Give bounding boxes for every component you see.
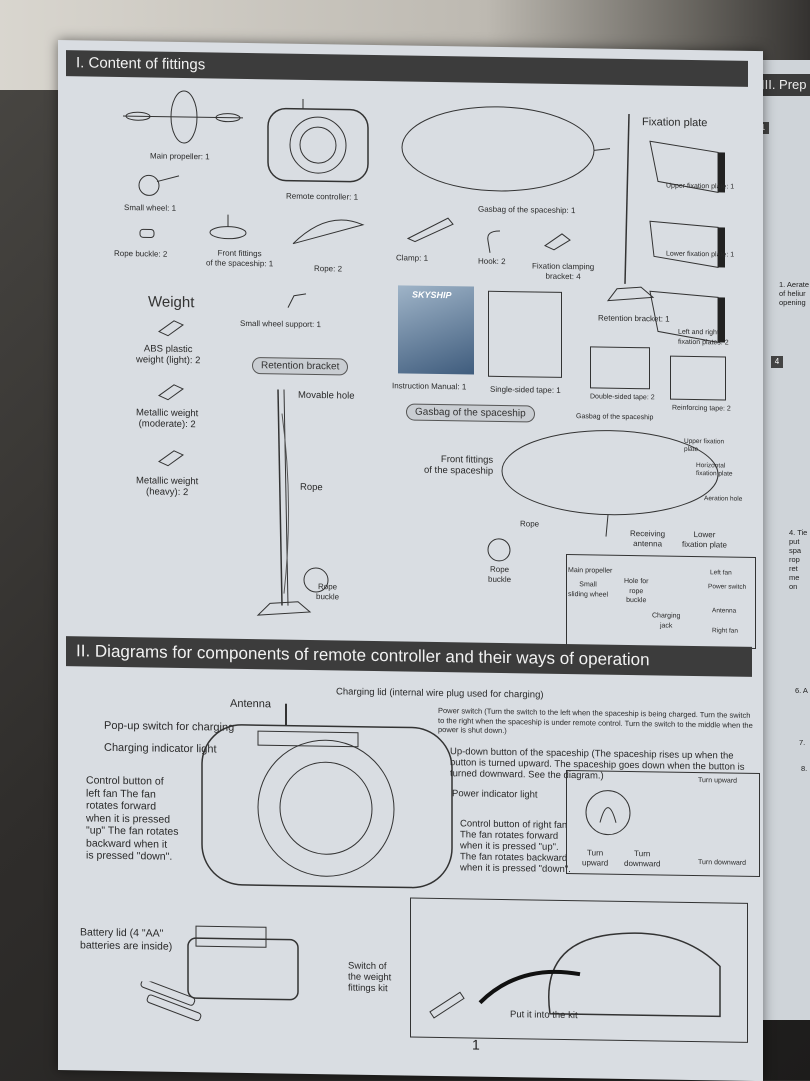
weight-kit-switch-label: Switch of the weight fittings kit [348,960,392,995]
clamp-label: Clamp: 1 [396,253,429,263]
weight-light-label: ABS plastic weight (light): 2 [136,343,201,367]
step-7-text: 7. [799,738,806,747]
instruction-manual-label: Instruction Manual: 1 [392,381,467,392]
rope-label: Rope: 2 [314,264,343,274]
power-switch-inset-label: Power switch [708,583,747,591]
double-sided-tape-label: Double-sided tape: 2 [590,393,655,402]
step-8-text: 8. [801,764,808,773]
retention-rope-label: Rope [300,481,323,494]
left-fan-label: Left fan [710,569,732,577]
small-wheel-support-label: Small wheel support: 1 [240,318,321,330]
double-sided-tape-figure [590,346,650,390]
battery-compartment-figure [187,925,299,1001]
aeration-hole-label: Aeration hole [704,495,743,503]
charging-lid-label: Charging lid (internal wire plug used fo… [336,686,544,701]
turn-downward-label-a: Turn downward [624,849,661,868]
updown-knob-icon [585,790,631,836]
weight-moderate-label: Metallic weight (moderate): 2 [136,407,199,431]
retention-bracket-pill: Retention bracket [252,357,349,376]
upper-fixation-plate-label: Upper fixation plate: 1 [666,182,735,191]
turn-upward-label-a: Turn upward [698,777,738,785]
section-1-header: I. Content of fittings [66,50,748,87]
clamp-figure [406,217,454,243]
left-fan-control-label: Control button of left fan The fan rotat… [86,774,179,863]
antenna-inset-label: Antenna [712,607,737,615]
battery-lid-label: Battery lid (4 "AA" batteries are inside… [80,926,173,953]
rope-figure [292,219,365,245]
small-wheel-figure [138,174,180,196]
single-sided-tape-figure [488,290,562,378]
remote-controller-diagram [201,703,453,889]
manual-page: I. Content of fittings Main propeller: 1… [58,40,763,1081]
hook-label: Hook: 2 [478,256,506,267]
weight-heavy-icon [158,450,184,467]
power-switch-label: Power switch (Turn the switch to the lef… [438,705,753,736]
main-propeller-figure [123,90,243,144]
page-number: 1 [472,1036,480,1053]
reinforcing-tape-label: Reinforcing tape: 2 [672,404,731,413]
weight-moderate-icon [158,384,184,401]
weight-heavy-label: Metallic weight (heavy): 2 [136,475,199,499]
small-sliding-wheel-label: Small sliding wheel [568,581,609,599]
rope-buckle-figure [139,228,155,238]
retention-bracket-diagram [256,389,329,616]
put-into-kit-label: Put it into the kit [510,1009,578,1022]
instruction-manual-cover: SKYSHIP [398,285,474,375]
lower-fixation-plate-label: Lower fixation plate: 1 [666,250,735,259]
right-fan-control-label: Control button of right fan The fan rota… [460,818,571,876]
charging-jack-label: Charging jack [652,612,681,630]
lower-plate-diagram-label: Lower fixation plate [682,529,727,550]
weight-kit-figure [429,932,721,1019]
front-fittings-label: Front fittings of the spaceship: 1 [206,248,274,268]
side-fixation-plates-label: Left and right fixation plates: 2 [678,328,729,347]
step-4-text: 4. Tie put spa rop ret me on [789,528,808,591]
right-fan-label: Right fan [712,627,739,635]
reinforcing-tape-figure [670,355,726,401]
turn-downward-label-b: Turn downward [698,859,746,867]
receiving-antenna-label: Receiving antenna [630,528,666,548]
charging-indicator-label: Charging indicator light [104,741,217,756]
front-fittings-figure [209,214,247,240]
movable-hole-label: Movable hole [298,389,355,402]
fixation-plates-figure [649,140,725,343]
gasbag-rope-label: Rope [520,519,540,529]
step-badge-4: 4 [771,356,783,368]
gasbag-rope-buckle-icon [487,538,511,562]
remote-controller-label: Remote controller: 1 [286,191,359,202]
retention-bracket-figure [606,113,655,302]
hole-for-rope-buckle-label: Hole for rope buckle [624,577,649,605]
weight-title: Weight [148,293,195,312]
box-logo: SKYSHIP [412,289,452,301]
small-wheel-support-figure [287,293,307,308]
fixation-bracket-figure [543,233,571,251]
fixation-plate-title: Fixation plate [642,116,708,130]
gasbag-pill: Gasbag of the spaceship [406,403,535,423]
step-1-text: 1. Aerate t of heliur opening [779,280,810,307]
front-fittings-diagram-label: Front fittings of the spaceship [424,454,494,477]
batteries-figure [140,981,202,1022]
weight-light-icon [158,320,184,337]
gasbag-diagram-label: Gasbag of the spaceship [576,413,654,422]
rope-buckle-label: Rope buckle: 2 [114,248,168,259]
fixation-bracket-label: Fixation clamping bracket: 4 [532,261,595,281]
gasbag-rope-buckle-label: Rope buckle [488,564,512,584]
next-page-title: III. Prep [755,74,810,96]
hook-figure [487,230,501,253]
upper-plate-diagram-label: Upper fixation plate [684,437,725,453]
popup-switch-label: Pop-up switch for charging [104,719,235,734]
gasbag-diagram-figure [501,430,719,537]
turn-upward-label-b: Turn upward [582,848,609,868]
main-propeller-inset-label: Main propeller [568,567,613,575]
retention-rope-buckle-label: Rope buckle [316,582,340,601]
gasbag-figure [401,106,611,192]
power-indicator-label: Power indicator light [452,788,538,801]
antenna-label: Antenna [230,697,271,711]
main-propeller-label: Main propeller: 1 [150,151,210,162]
horizontal-plate-label: Horizontal fixation plate [696,462,733,478]
small-wheel-label: Small wheel: 1 [124,203,177,213]
remote-controller-figure [267,98,369,183]
single-sided-tape-label: Single-sided tape: 1 [490,384,561,395]
gasbag-label: Gasbag of the spaceship: 1 [478,204,576,216]
step-6-text: 6. A [795,686,808,695]
